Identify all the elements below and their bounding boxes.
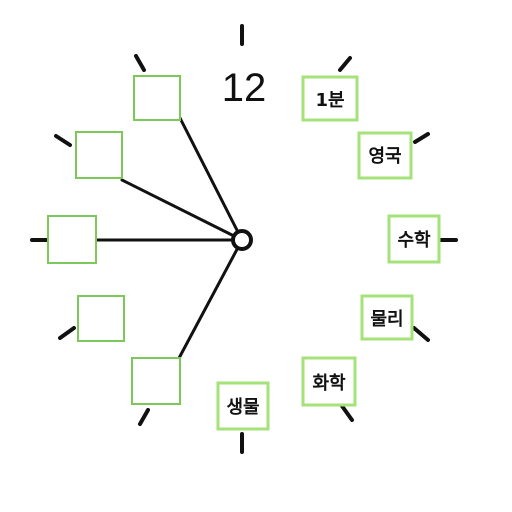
left-slots	[47, 75, 181, 405]
tick-2	[413, 132, 430, 144]
empty-slot-7[interactable]	[131, 357, 181, 405]
hand-7	[176, 238, 244, 362]
label-2: 영국	[368, 146, 401, 167]
label-box-3-frame	[387, 214, 441, 264]
label-5: 화학	[312, 372, 346, 394]
tick-5	[340, 404, 354, 422]
label-box-2-frame	[357, 131, 413, 180]
label-6: 생물	[226, 397, 259, 418]
center-pivot	[231, 229, 253, 251]
label-box-2[interactable]: 영국	[357, 131, 413, 180]
label-box-6-frame	[216, 381, 270, 431]
tick-11	[134, 54, 146, 72]
hand-11	[178, 116, 244, 242]
label-box-4[interactable]: 물리	[360, 294, 414, 341]
tick-10	[54, 134, 72, 147]
empty-slot-9[interactable]	[47, 215, 97, 264]
label-box-1-frame	[301, 75, 359, 122]
hand-10	[120, 178, 244, 242]
hour-12-label: 12	[222, 66, 267, 110]
label-box-5[interactable]: 화학	[301, 356, 357, 407]
label-1: 1분	[315, 90, 344, 111]
label-box-3[interactable]: 수학	[387, 214, 441, 264]
tick-4	[412, 326, 430, 342]
tick-8	[58, 326, 76, 340]
tick-marks	[30, 24, 458, 454]
label-box-4-frame	[360, 294, 414, 341]
label-box-6[interactable]: 생물	[216, 381, 270, 431]
label-3: 수학	[397, 229, 431, 251]
tick-7	[138, 408, 150, 426]
label-4: 물리	[370, 309, 403, 330]
hands	[94, 116, 244, 362]
label-box-5-frame	[301, 356, 357, 407]
tick-1	[338, 56, 352, 72]
empty-slot-8[interactable]	[77, 295, 125, 342]
empty-slot-11[interactable]	[133, 75, 181, 121]
label-box-1[interactable]: 1분	[301, 75, 359, 122]
empty-slot-10[interactable]	[75, 131, 123, 179]
